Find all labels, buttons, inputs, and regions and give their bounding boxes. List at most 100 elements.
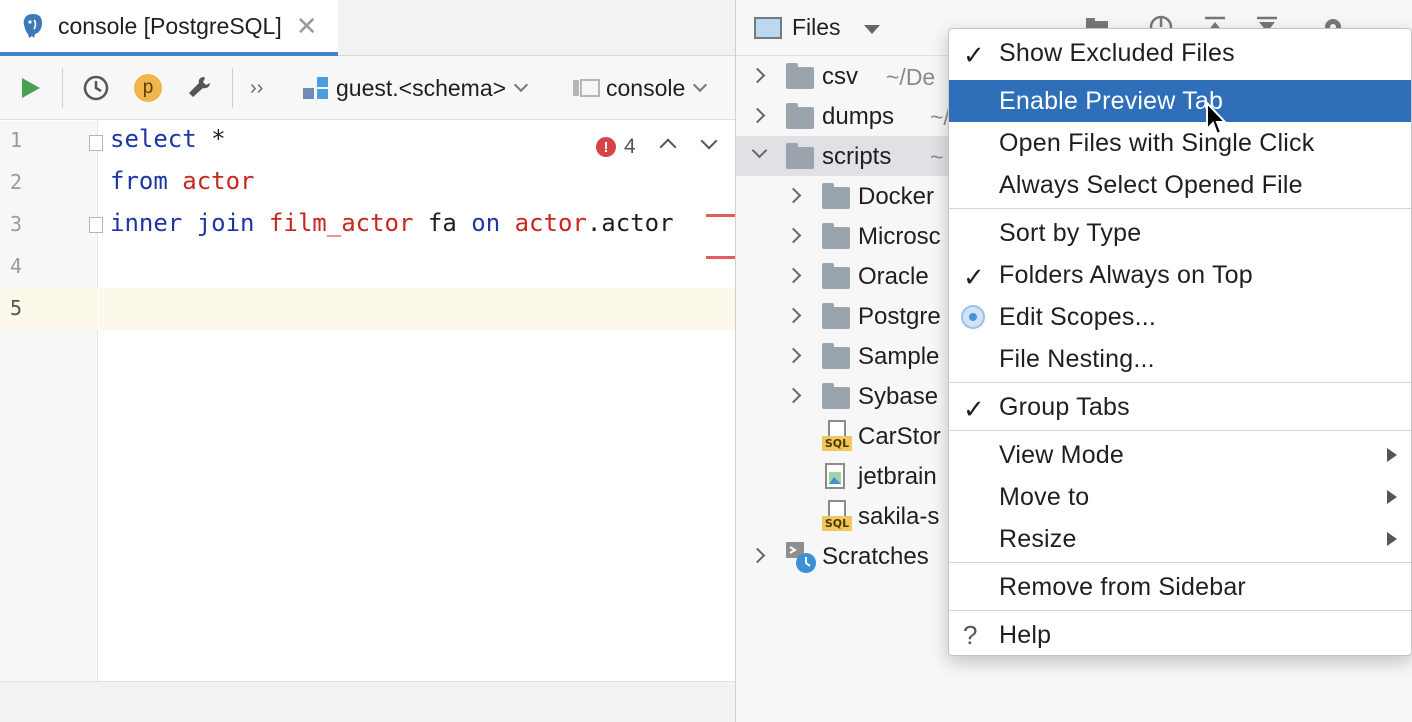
tree-item-scratches[interactable]: Scratches	[736, 536, 1412, 576]
profile-button[interactable]: p	[134, 56, 162, 120]
tree-item-csv[interactable]: csv ~/De	[736, 56, 1412, 96]
next-error-icon[interactable]	[700, 132, 718, 150]
schema-icon	[303, 77, 328, 99]
fold-marker-icon[interactable]	[89, 217, 103, 233]
table-name: film_actor	[268, 209, 414, 237]
error-count: 4	[624, 135, 636, 158]
folder-icon	[822, 303, 850, 329]
toolbar-overflow-button[interactable]: ››	[250, 56, 263, 120]
session-selector[interactable]: console	[572, 56, 708, 120]
sql-file-icon: SQL	[822, 420, 852, 452]
chevron-right-icon[interactable]	[785, 267, 802, 284]
pane-splitter[interactable]	[735, 0, 736, 722]
mouse-pointer-icon	[1206, 101, 1228, 136]
chevron-right-icon[interactable]	[785, 187, 802, 204]
menu-item-edit-scopes[interactable]: Edit Scopes...	[949, 296, 1411, 338]
menu-item-sort-by-type[interactable]: Sort by Type	[949, 212, 1411, 254]
menu-separator	[949, 430, 1411, 431]
tree-item-sample[interactable]: Sample	[736, 336, 1412, 376]
menu-item-label: Move to	[999, 482, 1090, 511]
toolbar-separator	[232, 68, 233, 108]
wrench-icon	[189, 77, 210, 97]
chevron-right-icon[interactable]	[785, 387, 802, 404]
menu-item-label: Enable Preview Tab	[999, 86, 1224, 115]
menu-item-label: Always Select Opened File	[999, 170, 1303, 199]
code-line-3[interactable]: inner join film_actor fa on actor.actor	[110, 209, 674, 237]
scratches-icon	[786, 542, 816, 573]
tree-item-path: ~	[930, 144, 944, 170]
chevron-down-icon[interactable]	[751, 142, 768, 159]
tree-item-label: sakila-s	[858, 503, 940, 530]
history-button[interactable]	[82, 56, 110, 120]
chevron-right-icon[interactable]	[749, 67, 766, 84]
menu-item-help[interactable]: ? Help	[949, 614, 1411, 656]
tree-item-postgresql[interactable]: Postgre	[736, 296, 1412, 336]
menu-item-always-select-opened-file[interactable]: Always Select Opened File	[949, 164, 1411, 206]
settings-button[interactable]	[186, 56, 214, 120]
run-button[interactable]	[20, 56, 42, 120]
tree-item-microsoft[interactable]: Microsc	[736, 216, 1412, 256]
menu-item-label: Help	[999, 620, 1052, 649]
image-file-icon	[825, 463, 845, 489]
menu-item-label: Folders Always on Top	[999, 260, 1253, 289]
schema-selector[interactable]: guest.<schema>	[302, 56, 529, 120]
tree-item-carstore[interactable]: SQL CarStor	[736, 416, 1412, 456]
menu-item-folders-always-on-top[interactable]: ✓ Folders Always on Top	[949, 254, 1411, 296]
tree-item-label: Docker	[858, 183, 935, 210]
collapse-all-icon[interactable]	[1254, 14, 1280, 40]
menu-item-label: View Mode	[999, 440, 1125, 469]
folder-icon	[822, 343, 850, 369]
menu-item-file-nesting[interactable]: File Nesting...	[949, 338, 1411, 380]
table-name: actor	[514, 209, 587, 237]
menu-item-show-excluded-files[interactable]: ✓ Show Excluded Files	[949, 32, 1411, 74]
caret-down-icon[interactable]	[864, 25, 880, 34]
tree-item-sakila[interactable]: SQL sakila-s	[736, 496, 1412, 536]
menu-item-remove-from-sidebar[interactable]: Remove from Sidebar	[949, 566, 1411, 608]
menu-item-move-to[interactable]: Move to	[949, 476, 1411, 518]
menu-separator	[949, 208, 1411, 209]
folder-icon	[786, 63, 814, 89]
chevron-right-icon[interactable]	[785, 307, 802, 324]
menu-item-view-mode[interactable]: View Mode	[949, 434, 1411, 476]
radio-icon	[961, 305, 985, 329]
tree-item-docker[interactable]: Docker	[736, 176, 1412, 216]
folder-icon	[822, 183, 850, 209]
tree-item-dumps[interactable]: dumps ~/	[736, 96, 1412, 136]
menu-item-group-tabs[interactable]: ✓ Group Tabs	[949, 386, 1411, 428]
menu-item-open-files-single-click[interactable]: Open Files with Single Click	[949, 122, 1411, 164]
postgresql-icon	[23, 14, 42, 38]
tree-item-oracle[interactable]: Oracle	[736, 256, 1412, 296]
files-title[interactable]: Files	[792, 14, 841, 40]
error-icon: !	[596, 137, 616, 157]
tree-item-label: CarStor	[858, 423, 941, 450]
previous-error-icon[interactable]	[659, 138, 677, 156]
tree-item-label: jetbrain	[858, 463, 937, 490]
chevron-right-icon[interactable]	[785, 227, 802, 244]
menu-item-enable-preview-tab[interactable]: Enable Preview Tab	[949, 80, 1411, 122]
fold-marker-icon[interactable]	[89, 135, 103, 151]
chevron-right-icon[interactable]	[749, 547, 766, 564]
submenu-arrow-icon	[1387, 448, 1397, 462]
chevron-down-icon	[693, 77, 708, 93]
menu-item-label: Remove from Sidebar	[999, 572, 1246, 601]
tree-item-jetbrains[interactable]: jetbrain	[736, 456, 1412, 496]
overflow-label: ››	[250, 76, 264, 99]
current-line-gutter	[0, 288, 98, 330]
error-underline	[706, 214, 735, 217]
tab-console[interactable]: console [PostgreSQL] ✕	[0, 0, 338, 56]
tree-item-sybase[interactable]: Sybase	[736, 376, 1412, 416]
menu-item-resize[interactable]: Resize	[949, 518, 1411, 560]
line-number: 4	[10, 254, 23, 278]
menu-item-label: Show Excluded Files	[999, 38, 1235, 67]
check-icon: ✓	[963, 394, 985, 424]
chevron-right-icon[interactable]	[785, 347, 802, 364]
submenu-arrow-icon	[1387, 490, 1397, 504]
editor-tab-bar: console [PostgreSQL] ✕	[0, 0, 735, 56]
close-icon[interactable]: ✕	[295, 11, 318, 41]
inspections-widget[interactable]: ! 4	[596, 132, 636, 162]
folder-icon	[822, 383, 850, 409]
chevron-right-icon[interactable]	[749, 107, 766, 124]
tree-item-label: scripts	[822, 143, 892, 170]
code-line-2[interactable]: from actor	[110, 167, 255, 195]
code-line-1[interactable]: select *	[110, 125, 226, 153]
